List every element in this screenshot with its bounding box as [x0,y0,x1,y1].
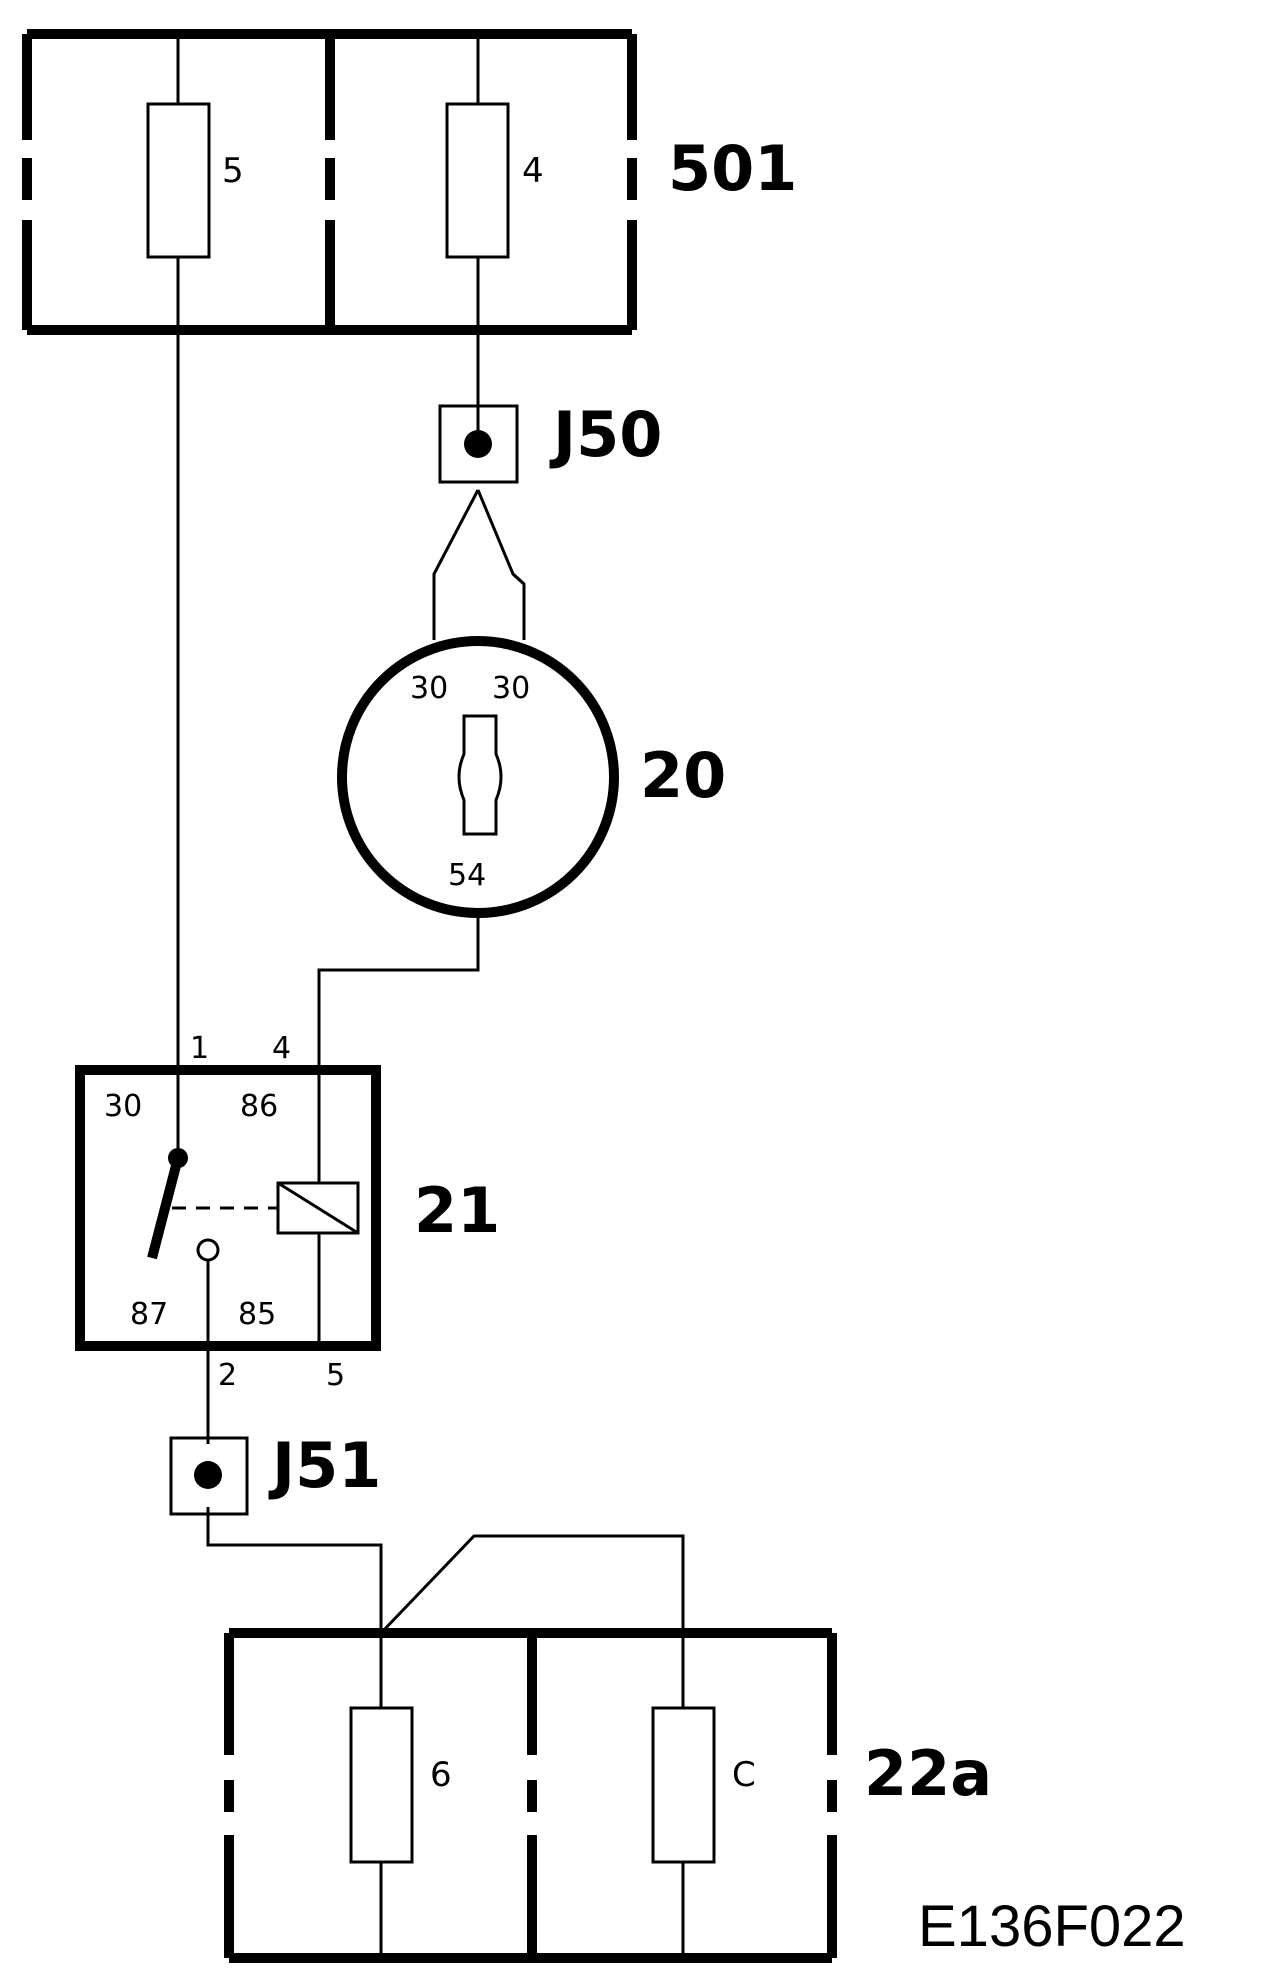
fuse-5-label: 5 [222,151,244,191]
fuse-4-label: 4 [522,151,544,191]
fusebox-22a [224,1628,837,1963]
junction-j51 [169,1436,249,1516]
ignition-switch-label: 20 [640,739,726,812]
switch-pin-54: 54 [448,858,486,893]
relay-pin-5: 5 [326,1358,345,1393]
relay-pin-2: 2 [218,1358,237,1393]
fuse-c [651,1633,716,1958]
fusebox-501-label: 501 [668,132,797,205]
fuse-5 [146,34,211,330]
switch-pin-30-left: 30 [410,671,448,706]
relay-terminal-85: 85 [238,1297,276,1332]
ignition-switch-20 [337,636,619,918]
junction-j50-label: J50 [549,398,662,471]
wire-switch54-to-relay-pin4 [317,913,480,1070]
figure-code: E136F022 [918,1894,1186,1959]
relay-pin-1: 1 [190,1031,209,1066]
relay-pin-4: 4 [272,1031,291,1066]
relay-terminal-87: 87 [130,1297,168,1332]
wire-j50-to-switch [432,489,526,640]
relay-terminal-30: 30 [104,1089,142,1124]
wire-j51-to-fusebox-22a [206,1507,685,1635]
relay-21 [75,1065,381,1351]
junction-j50 [438,404,519,484]
fuse-4 [445,34,510,330]
relay-terminal-86: 86 [240,1089,278,1124]
junction-j51-label: J51 [268,1429,381,1502]
fusebox-22a-label: 22a [864,1737,992,1810]
fusebox-501 [22,29,637,335]
fuse-c-label: C [732,1755,756,1795]
fuse-6-label: 6 [430,1755,452,1795]
relay-label: 21 [414,1174,500,1247]
fuse-6 [349,1633,414,1958]
switch-pin-30-right: 30 [492,671,530,706]
